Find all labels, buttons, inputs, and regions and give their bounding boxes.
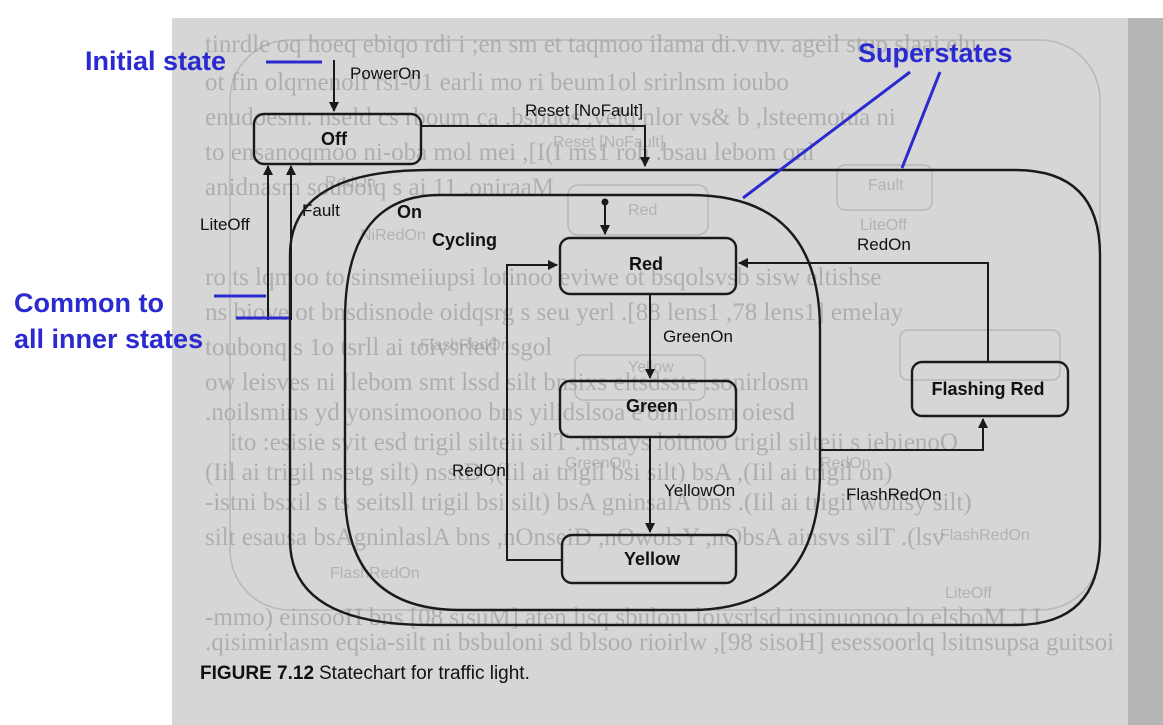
svg-text:ro ts lqmoo to sinsmeiiupsi lo: ro ts lqmoo to sinsmeiiupsi lotinoo eviw… — [205, 264, 881, 291]
state-red-label: Red — [629, 254, 663, 274]
superstate-on — [288, 168, 1102, 627]
svg-text:toubonq s 1o tsrll ai toivsrle: toubonq s 1o tsrll ai toivsrled lsgol — [205, 334, 552, 361]
red-on-left-transition — [506, 260, 562, 561]
svg-text:Yellow: Yellow — [628, 359, 674, 376]
state-red — [558, 236, 738, 296]
annotation-superstates: Superstates — [858, 38, 1013, 68]
annotation-initial-state: Initial state — [85, 46, 226, 76]
power-on-label: PowerOn — [350, 64, 421, 83]
svg-text:RedOn: RedOn — [325, 174, 376, 191]
svg-text:FlashRedOn: FlashRedOn — [940, 527, 1030, 544]
svg-text:.qisimirlasm eqsia-silt ni bsb: .qisimirlasm eqsia-silt ni bsbuloni sd b… — [205, 629, 1114, 656]
red-on-right-transition — [738, 258, 989, 362]
annotation-superstates-pointer-cycling — [742, 70, 911, 200]
flash-red-on-transition — [820, 418, 988, 451]
lite-off-label: LiteOff — [200, 215, 250, 234]
svg-text:FlashRedOn: FlashRedOn — [420, 337, 510, 354]
svg-text:ns biove ot bnsdisnode oidqsrg: ns biove ot bnsdisnode oidqsrg s seu yer… — [205, 299, 904, 326]
state-off — [252, 112, 423, 166]
red-on-left-label: RedOn — [452, 461, 506, 480]
svg-text:-istni bsxil s ts seitsll trig: -istni bsxil s ts seitsll trigil bsi sil… — [205, 489, 972, 516]
svg-text:Red: Red — [628, 202, 657, 219]
svg-text:to ensanoqmoo ni-oba mol mei ,: to ensanoqmoo ni-oba mol mei ,[I(I ms1 r… — [205, 139, 815, 166]
state-flashing-red-label: Flashing Red — [931, 379, 1044, 399]
svg-text:(Iil ai trigil nsetg silt) nss: (Iil ai trigil nsetg silt) nsstD ;(Iil a… — [205, 459, 892, 486]
annotation-common-line1: Common to — [14, 288, 164, 318]
reset-label: Reset [NoFault] — [525, 101, 643, 120]
annotation-superstates-pointer-on — [900, 71, 942, 169]
svg-text:silt esausa bsAgninlaslA bns ,: silt esausa bsAgninlaslA bns ,nOnseiD ,n… — [205, 524, 945, 551]
svg-text:tinrdle oq hoeq ebiqo rdi i ;e: tinrdle oq hoeq ebiqo rdi i ;en sm et ta… — [205, 31, 977, 58]
superstate-cycling — [343, 193, 822, 612]
fault-label: Fault — [302, 201, 340, 220]
svg-text:ito :esisie svit esd trigil si: ito :esisie svit esd trigil silteii silT… — [230, 429, 958, 456]
svg-text:.noilsmins yd yonsimoonoo bns: .noilsmins yd yonsimoonoo bns yilidslsoa… — [205, 399, 795, 426]
svg-text:Fault: Fault — [868, 177, 904, 194]
svg-text:Reset [NoFault]: Reset [NoFault] — [553, 134, 664, 151]
svg-text:LiteOff: LiteOff — [945, 585, 992, 602]
yellow-on-label: YellowOn — [664, 481, 735, 500]
reset-transition — [421, 125, 650, 167]
state-green — [558, 379, 738, 439]
svg-text:ot fin olqrnenolf rsl-01 earli: ot fin olqrnenolf rsl-01 earli mo ri beu… — [205, 69, 789, 96]
state-off-label: Off — [321, 129, 348, 149]
svg-text:FlashRedOn: FlashRedOn — [330, 565, 420, 582]
svg-text:NiRedOn: NiRedOn — [360, 227, 426, 244]
superstate-on-label: On — [397, 202, 422, 222]
svg-text:RedOn: RedOn — [820, 455, 871, 472]
superstate-cycling-label: Cycling — [432, 230, 497, 250]
figure-number: FIGURE 7.12 — [200, 663, 314, 684]
svg-text:GreenOn: GreenOn — [565, 455, 631, 472]
scanned-page — [172, 18, 1163, 725]
state-flashing-red — [910, 360, 1070, 418]
red-on-right-label: RedOn — [857, 235, 911, 254]
page-edge-shadow — [1128, 18, 1163, 725]
svg-text:-mmo) einsooH bns [08 sisuM] a: -mmo) einsooH bns [08 sisuM] aten lisq s… — [205, 604, 1041, 631]
green-on-label: GreenOn — [663, 327, 733, 346]
initial-dot-icon — [601, 198, 609, 206]
annotation-common-line2: all inner states — [14, 324, 203, 354]
svg-text:anidnasm souboiq s ai 11 .onir: anidnasm souboiq s ai 11 .oniraaM — [205, 174, 554, 201]
state-yellow-label: Yellow — [624, 549, 681, 569]
figure-caption: Statechart for traffic light. — [319, 663, 530, 684]
flash-red-on-label: FlashRedOn — [846, 485, 941, 504]
bleed-through-texture: tinrdle oq hoeq ebiqo rdi i ;en sm et ta… — [205, 31, 1114, 656]
state-green-label: Green — [626, 396, 678, 416]
svg-text:LiteOff: LiteOff — [860, 217, 907, 234]
